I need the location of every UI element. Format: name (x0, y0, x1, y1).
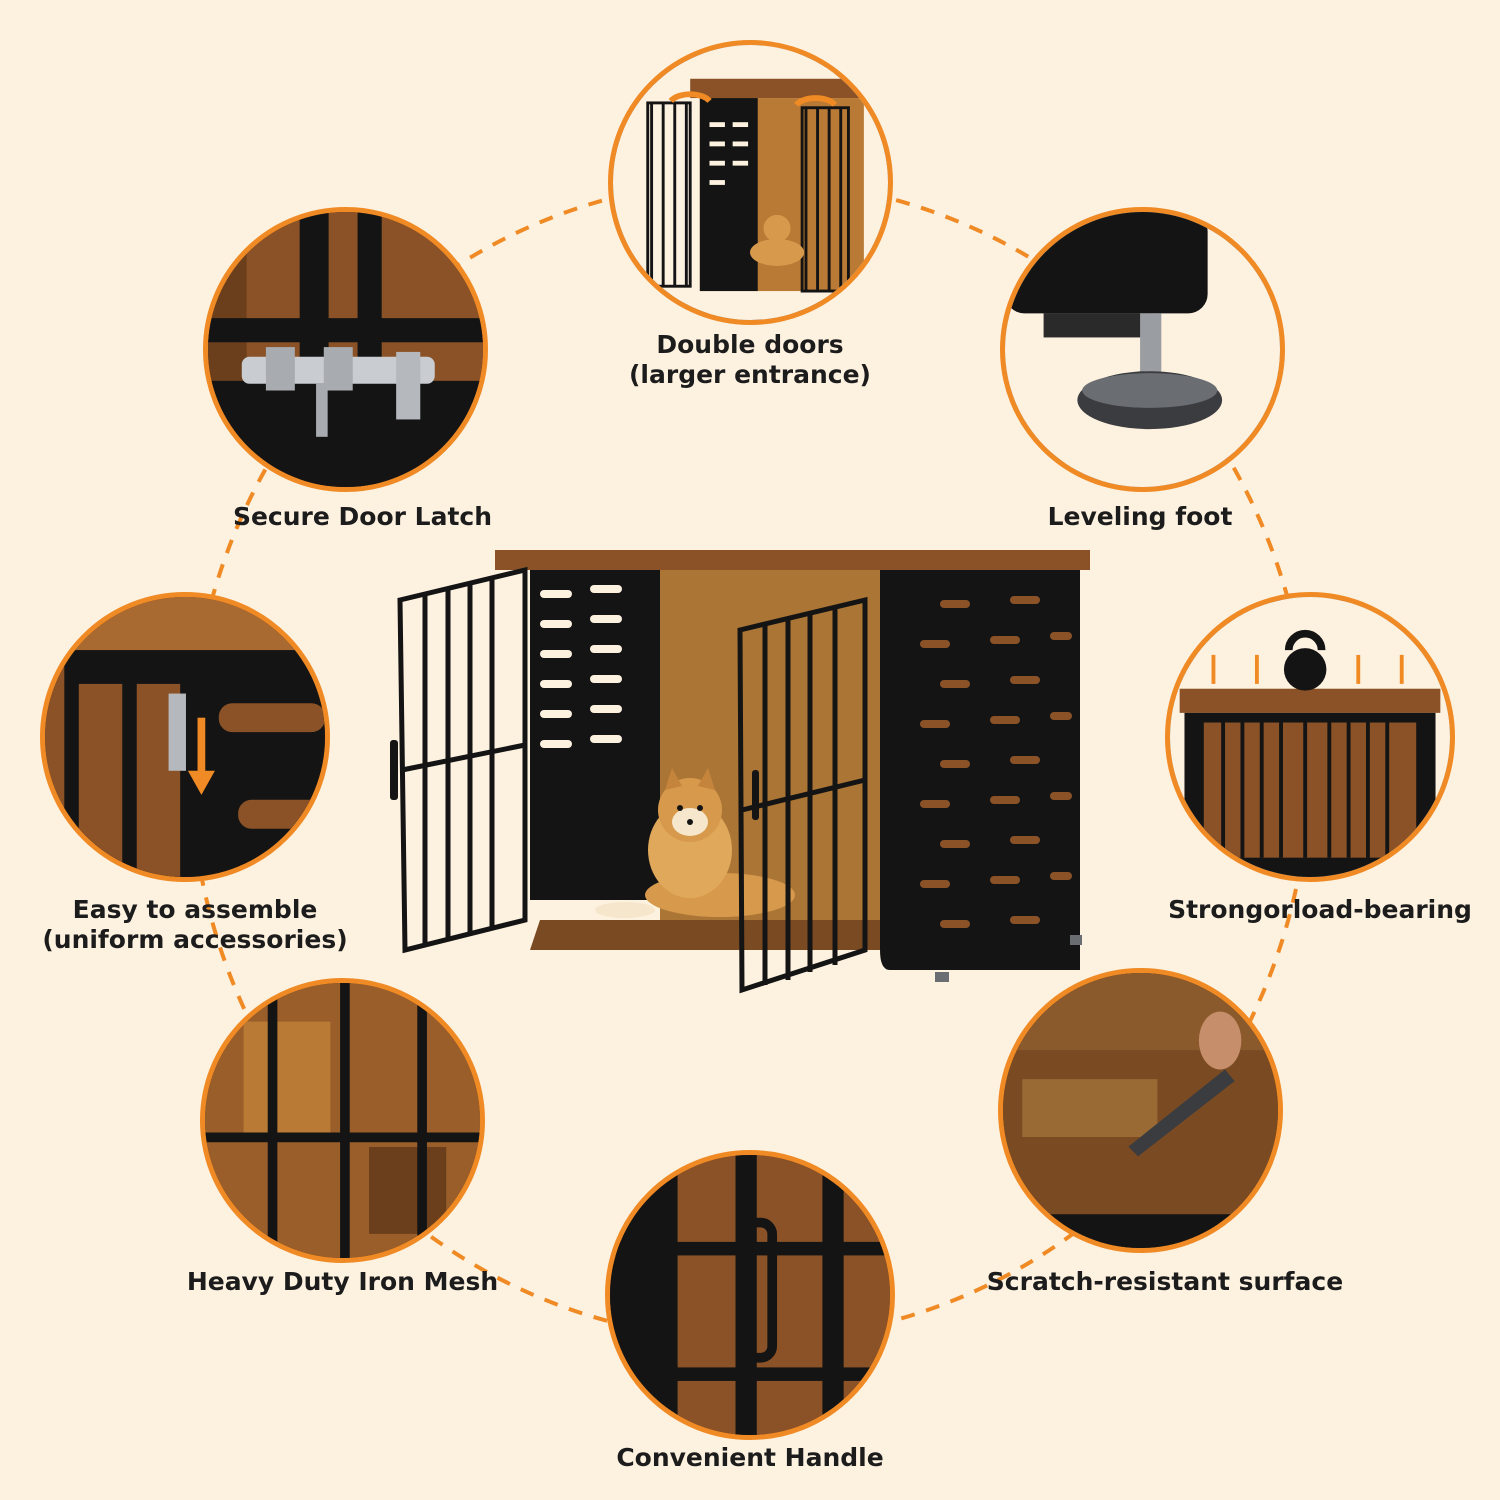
scratch-knife-icon (1003, 973, 1278, 1248)
assembly-photo (40, 592, 330, 882)
double-doors-photo (608, 40, 893, 325)
scratch-resistant-label: Scratch-resistant surface (986, 1267, 1344, 1296)
double-doors-label: Double doors (larger entrance) (600, 330, 900, 390)
scratch-resistant-photo (998, 968, 1283, 1253)
assembly-label: Easy to assemble (uniform accessories) (20, 895, 370, 955)
kettlebell-icon (1170, 597, 1450, 877)
leveling-foot-label: Leveling foot (1047, 502, 1233, 531)
door-handle-photo (605, 1150, 895, 1440)
leveling-foot-photo (1000, 207, 1285, 492)
load-bearing-photo (1165, 592, 1455, 882)
door-latch-photo (203, 207, 488, 492)
door-handle-icon (610, 1155, 890, 1435)
door-handle-label: Convenient Handle (616, 1443, 884, 1472)
iron-mesh-photo (200, 978, 485, 1263)
assembly-title: Easy to assemble (72, 895, 318, 924)
iron-mesh-icon (205, 983, 480, 1258)
dog-crate-product (390, 550, 1090, 994)
iron-mesh-label: Heavy Duty Iron Mesh (186, 1267, 499, 1296)
right-door (737, 596, 868, 994)
shiba-dog (595, 768, 795, 918)
door-latch-label: Secure Door Latch (232, 502, 493, 531)
hinge-assembly-icon (45, 597, 325, 877)
double-doors-title: Double doors (656, 330, 844, 359)
leveling-foot-icon (1005, 212, 1280, 487)
door-latch-icon (208, 212, 483, 487)
double-door-icon (613, 45, 888, 320)
left-door (397, 566, 528, 954)
double-doors-subtitle: (larger entrance) (629, 360, 871, 389)
load-bearing-label: Strongorload-bearing (1168, 895, 1472, 924)
assembly-subtitle: (uniform accessories) (42, 925, 348, 954)
